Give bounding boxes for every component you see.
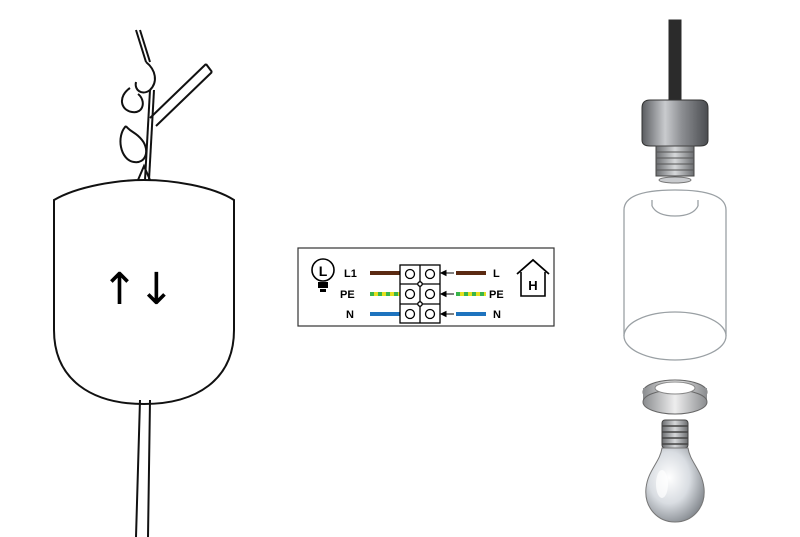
glass-shade [623, 189, 727, 361]
pendant-cable [668, 19, 682, 107]
row-right-label-pe: PE [489, 289, 504, 301]
row-left-label-n: N [346, 309, 354, 321]
pendant-exploded-view [623, 19, 727, 523]
terminal-arrows [439, 269, 454, 318]
lamp-symbol-letter: L [319, 263, 328, 279]
lamp-icon: L [311, 258, 335, 292]
ceiling-canopy-illustration: ↑↓ [53, 29, 235, 537]
up-down-arrows: ↑↓ [101, 264, 175, 315]
socket-cap [641, 99, 709, 147]
row-right-label-l: L [493, 268, 500, 280]
light-bulb [645, 419, 705, 523]
row-left-label-pe: PE [340, 289, 355, 301]
canopy-cable [135, 399, 151, 537]
terminal-block [399, 264, 441, 324]
house-icon: H [516, 258, 550, 297]
socket-thread [655, 145, 695, 177]
ring-nut [642, 379, 708, 415]
house-symbol-letter: H [528, 278, 537, 293]
row-right-label-n: N [493, 309, 501, 321]
row-left-label-l1: L1 [344, 268, 357, 280]
wiring-label: L H L1 PE N L PE N [297, 247, 555, 327]
canopy-body [53, 178, 235, 406]
ceiling-hook [119, 29, 213, 181]
